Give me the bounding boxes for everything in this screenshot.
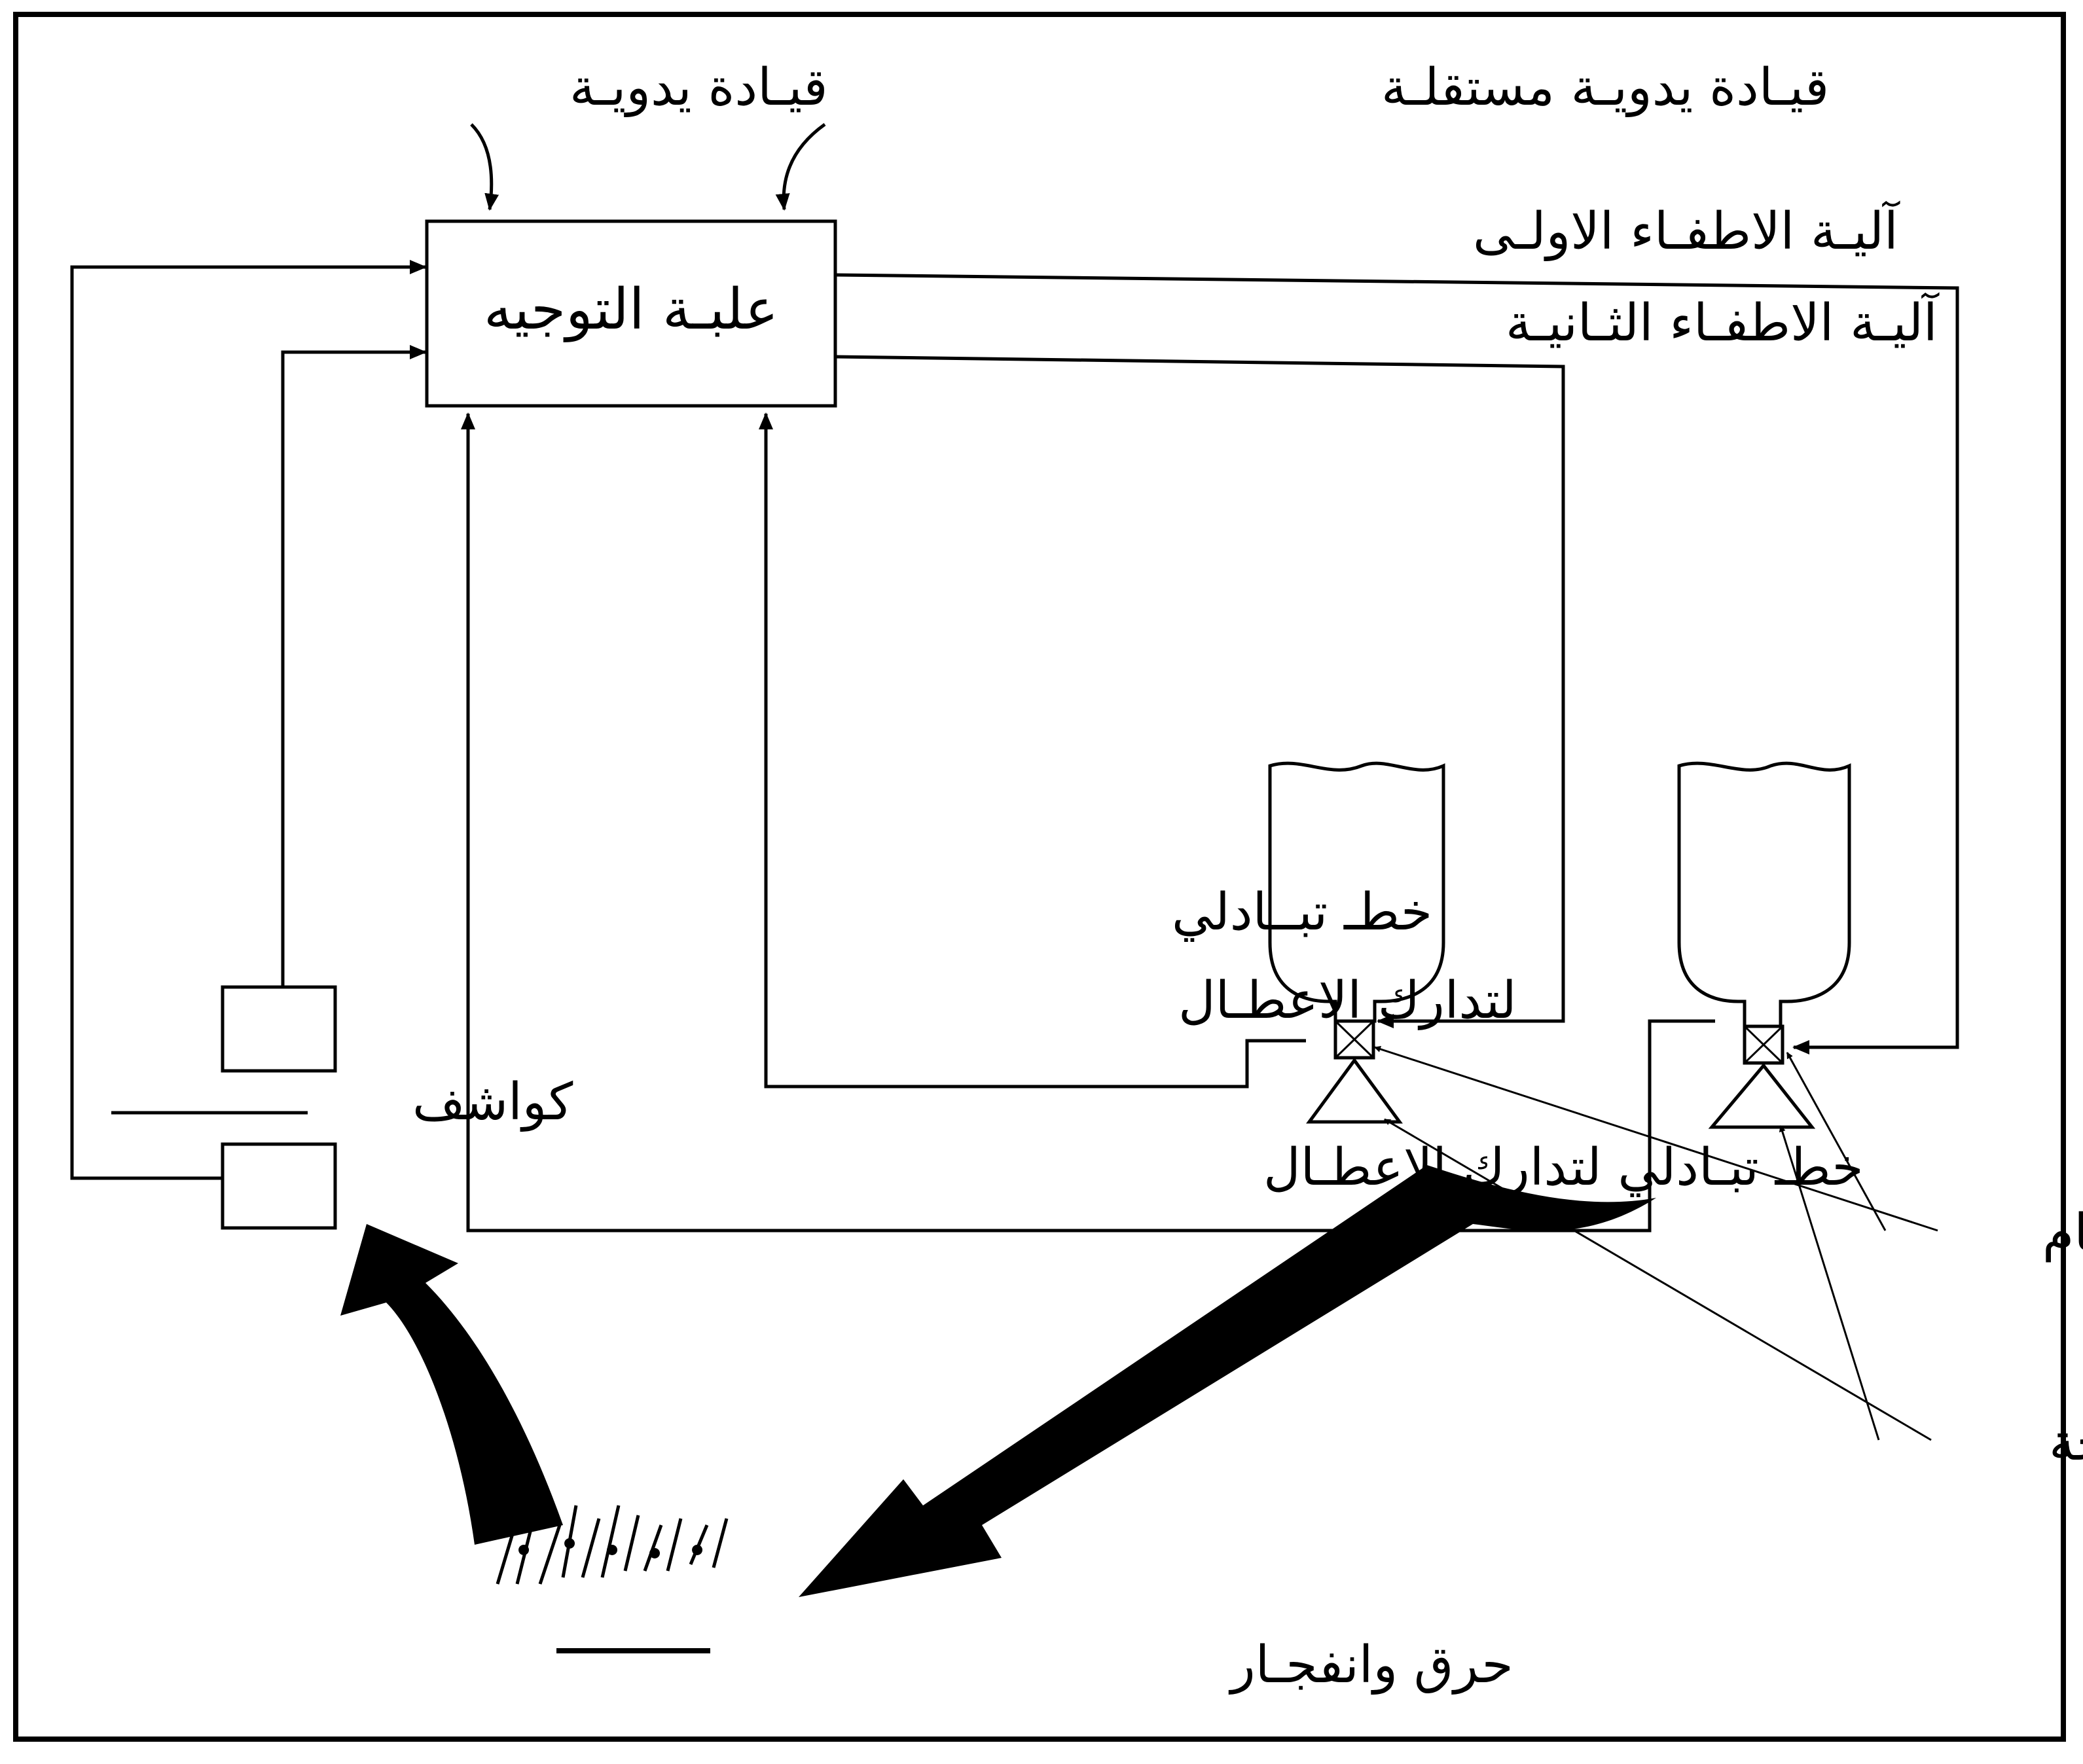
control-unit: علبـة التوجيه <box>425 219 837 408</box>
control-unit-box <box>425 219 837 408</box>
valve-label: صمام <box>2042 1204 2083 1263</box>
detection-arrow <box>340 1224 563 1545</box>
nozzle-callout-left <box>1384 1118 1932 1441</box>
control-unit-label: علبـة التوجيه <box>484 277 778 342</box>
outer-frame <box>13 12 2066 1742</box>
detector-line-inner <box>281 345 427 987</box>
nozzle-label: فتحة <box>2049 1413 2083 1472</box>
fire-explosion-label: حرق وانفجـار <box>1228 1636 1513 1695</box>
valve-callout-left <box>1374 1046 1938 1232</box>
detectors: كواشف <box>111 985 573 1230</box>
detector-top <box>221 985 337 1073</box>
detector-bottom <box>221 1142 337 1230</box>
manual-control-label: قيـادة يدويـة <box>570 58 828 118</box>
extinguisher-canister-left <box>1268 761 1445 1124</box>
valve-right-x2 <box>1743 1025 1784 1064</box>
independent-manual-control-arrow <box>775 122 826 211</box>
backup-line-2-label: خطـ تبـادلي لتدارك الاعطـال <box>1263 1138 1864 1197</box>
nozzle-right <box>1708 1063 1816 1129</box>
valve-callout-right <box>1786 1052 1887 1231</box>
detectors-label: كواشف <box>412 1073 573 1132</box>
second-extinguisher-line <box>835 355 1565 1028</box>
detector-line-outer <box>70 260 427 1180</box>
backup-line-1-label-a: خطـ تبــادلي <box>1172 883 1432 942</box>
valve-left-x2 <box>1334 1020 1375 1059</box>
extinguisher-canister-right <box>1677 761 1851 1129</box>
nozzle-callout-right <box>1779 1125 1880 1441</box>
backup-line-1 <box>759 412 1306 1089</box>
nozzle-left <box>1306 1057 1403 1124</box>
canister-body-right <box>1677 761 1851 1028</box>
manual-control-arrow <box>470 123 499 211</box>
canister-body-left <box>1268 761 1445 1023</box>
suppression-arrow <box>799 1165 1656 1597</box>
fire-explosion-icon <box>496 1505 729 1653</box>
second-extinguisher-label: آليـة الاطفـاء الثـانيـة <box>1506 292 1940 353</box>
fire-dots <box>518 1538 703 1558</box>
independent-manual-control-label: قيـادة يدويـة مستقلـة <box>1381 58 1829 118</box>
first-extinguisher-label: آليـة الاطفـاء الاولـى <box>1473 200 1900 262</box>
backup-line-2 <box>461 412 1715 1233</box>
first-extinguisher-line <box>835 273 1959 1054</box>
